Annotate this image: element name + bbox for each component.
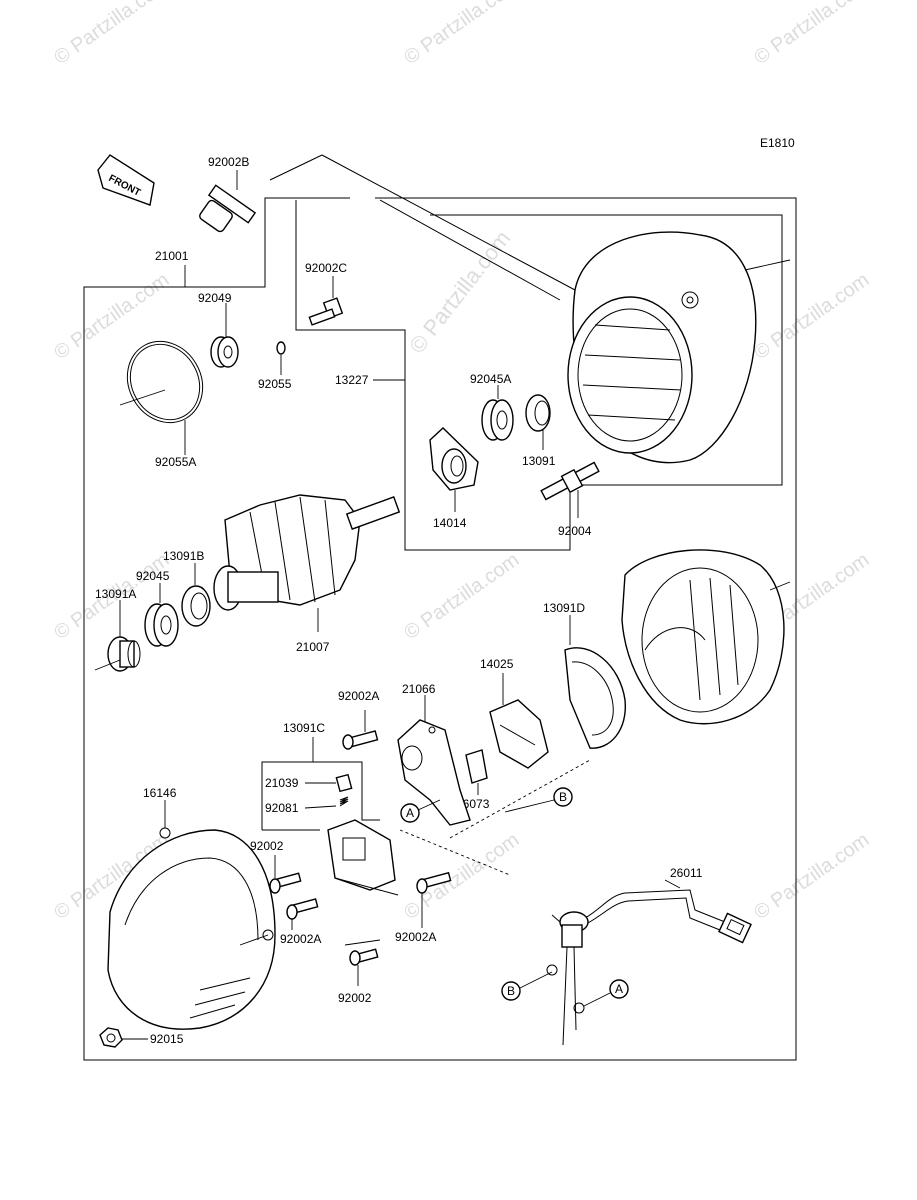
label-92002c: 92002C (305, 261, 347, 275)
label-92045: 92045 (136, 569, 170, 583)
label-21039: 21039 (265, 776, 299, 790)
callout-b-top: B (553, 787, 573, 807)
bolt-92002c (308, 297, 344, 326)
label-92002-left: 92002 (250, 839, 284, 853)
spring-92081 (339, 796, 349, 807)
bearing-92045 (144, 603, 179, 647)
bolt-92002a-right (416, 871, 452, 894)
bolt-92002-bottom (349, 948, 379, 966)
label-92055: 92055 (258, 377, 292, 391)
callout-a-label: A (615, 982, 623, 996)
label-92045a: 92045A (470, 372, 511, 386)
label-92002a-left: 92002A (280, 932, 321, 946)
collar-13091a (94, 636, 141, 672)
label-16146: 16146 (143, 786, 177, 800)
plate-13091d (564, 647, 626, 749)
callout-a-bottom: A (609, 979, 629, 999)
label-92004: 92004 (558, 524, 592, 538)
front-arrow-icon: FRONT (97, 154, 155, 206)
watermark-text: © Partzilla.com (400, 0, 523, 69)
label-92002-bottom: 92002 (338, 991, 372, 1005)
watermark-text: © Partzilla.com (750, 829, 873, 924)
watermark-text: © Partzilla.com (400, 829, 523, 924)
watermark-text: © Partzilla.com (50, 0, 173, 69)
holder-14014 (429, 427, 479, 491)
label-92002b: 92002B (208, 155, 249, 169)
rotor-21007 (213, 494, 401, 611)
collar-13091b (181, 585, 211, 627)
diagram-code: E1810 (760, 136, 795, 150)
watermark-text: © Partzilla.com (50, 269, 173, 364)
holder-14025 (489, 699, 549, 769)
label-92015: 92015 (150, 1032, 184, 1046)
assembly-outline (83, 154, 797, 1061)
cover-16146 (107, 827, 276, 1030)
label-13091: 13091 (522, 454, 556, 468)
nut-92015 (99, 1027, 123, 1048)
label-26011: 26011 (670, 866, 703, 880)
label-14025: 14025 (480, 657, 514, 671)
label-21007: 21007 (296, 640, 330, 654)
stud-92004 (540, 461, 600, 501)
label-21066: 21066 (402, 682, 436, 696)
watermark-center: © Partzilla.com (404, 226, 515, 358)
bolt-92002a-left (286, 898, 319, 920)
label-21001: 21001 (155, 249, 189, 263)
rear-cover (621, 549, 791, 725)
watermark-text: © Partzilla.com (400, 549, 523, 644)
collar-13091 (525, 394, 551, 432)
callout-b-label: B (507, 984, 515, 998)
bearing-92045a (481, 399, 514, 441)
bearing-92049 (210, 336, 239, 368)
brush-holder (327, 819, 399, 896)
callout-a-label: A (406, 806, 414, 820)
callout-b-label: B (559, 790, 567, 804)
label-13091c: 13091C (283, 721, 325, 735)
label-92055a: 92055A (155, 455, 196, 469)
label-92081: 92081 (265, 801, 299, 815)
label-92049: 92049 (198, 291, 232, 305)
label-13091d: 13091D (543, 601, 585, 615)
stator-housing-21001 (567, 231, 791, 464)
watermark-text: © Partzilla.com (750, 0, 873, 69)
label-13091b: 13091B (163, 549, 204, 563)
o-ring-92055a (119, 340, 204, 424)
label-14014: 14014 (433, 516, 467, 530)
bolt-92002b (199, 184, 257, 233)
watermark-text: © Partzilla.com (750, 269, 873, 364)
label-13227: 13227 (335, 373, 369, 387)
o-ring-92055 (276, 341, 286, 355)
regulator-21066 (397, 719, 471, 826)
label-13091a: 13091A (95, 587, 136, 601)
brush-16073 (465, 749, 488, 784)
label-92002a-right: 92002A (395, 930, 436, 944)
label-92002a-top: 92002A (338, 689, 379, 703)
brush-21039 (335, 773, 353, 793)
bolt-92002-left (269, 872, 302, 894)
bolt-92002a-top (342, 730, 379, 750)
callout-b-bottom: B (501, 981, 521, 1001)
lead-wire-26011 (546, 889, 752, 1046)
callout-a-top: A (400, 803, 420, 823)
